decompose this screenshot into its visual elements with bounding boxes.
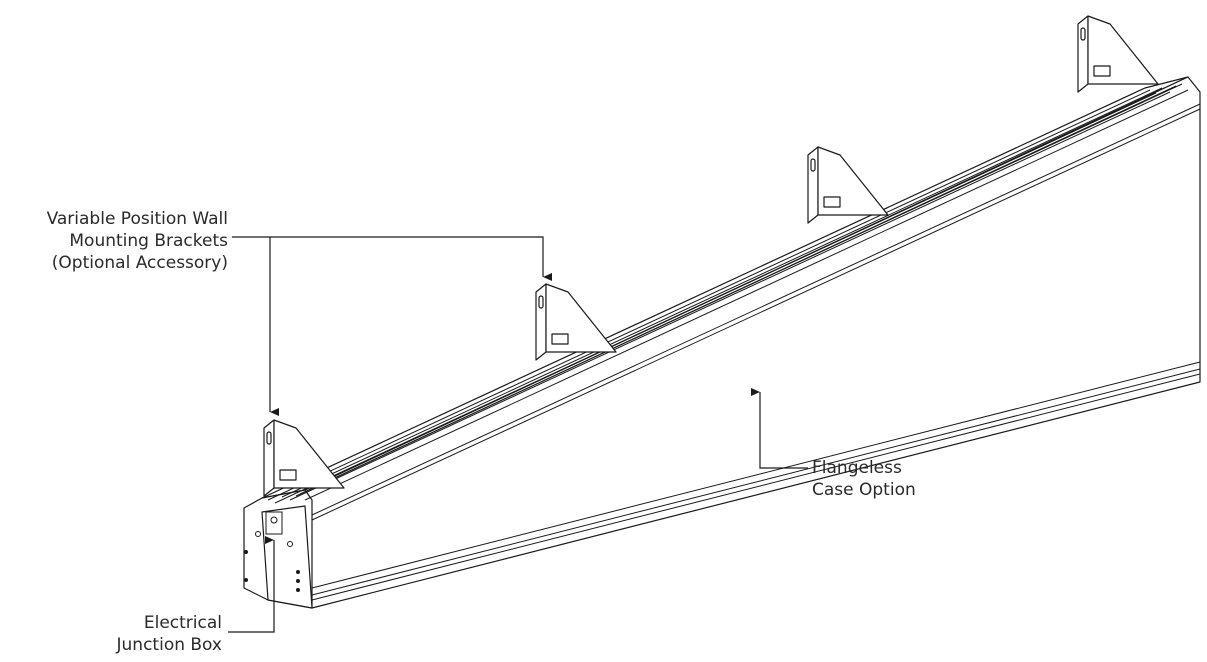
rail-lines: [267, 83, 1201, 601]
bracket-1: [263, 419, 345, 497]
brackets-callout: Variable Position Wall Mounting Brackets…: [47, 208, 228, 274]
bracket-2: [535, 283, 617, 361]
brackets-leader: [232, 236, 552, 281]
junction-box-callout-line2: Junction Box: [116, 635, 222, 655]
case-callout-line1: Flangeless: [812, 458, 902, 478]
mounting-brackets: [263, 15, 1159, 497]
brackets-callout-line2: Mounting Brackets: [69, 231, 228, 251]
case-callout: Flangeless Case Option: [812, 457, 916, 501]
brackets-callout-line3: (Optional Accessory): [51, 253, 228, 273]
end-cap-details: [244, 511, 300, 592]
bracket-4: [1077, 15, 1159, 93]
leader-lines: [228, 236, 808, 633]
junction-box-leader: [228, 536, 275, 633]
front-face: [304, 76, 1201, 609]
junction-box-callout: Electrical Junction Box: [117, 612, 222, 656]
case-leader: [751, 388, 808, 469]
brackets-callout-line1: Variable Position Wall: [46, 209, 228, 229]
junction-box-callout-line1: Electrical: [143, 613, 222, 633]
case-callout-line2: Case Option: [812, 480, 916, 500]
fixture-body: [243, 76, 1201, 609]
bracket-3: [807, 146, 889, 224]
